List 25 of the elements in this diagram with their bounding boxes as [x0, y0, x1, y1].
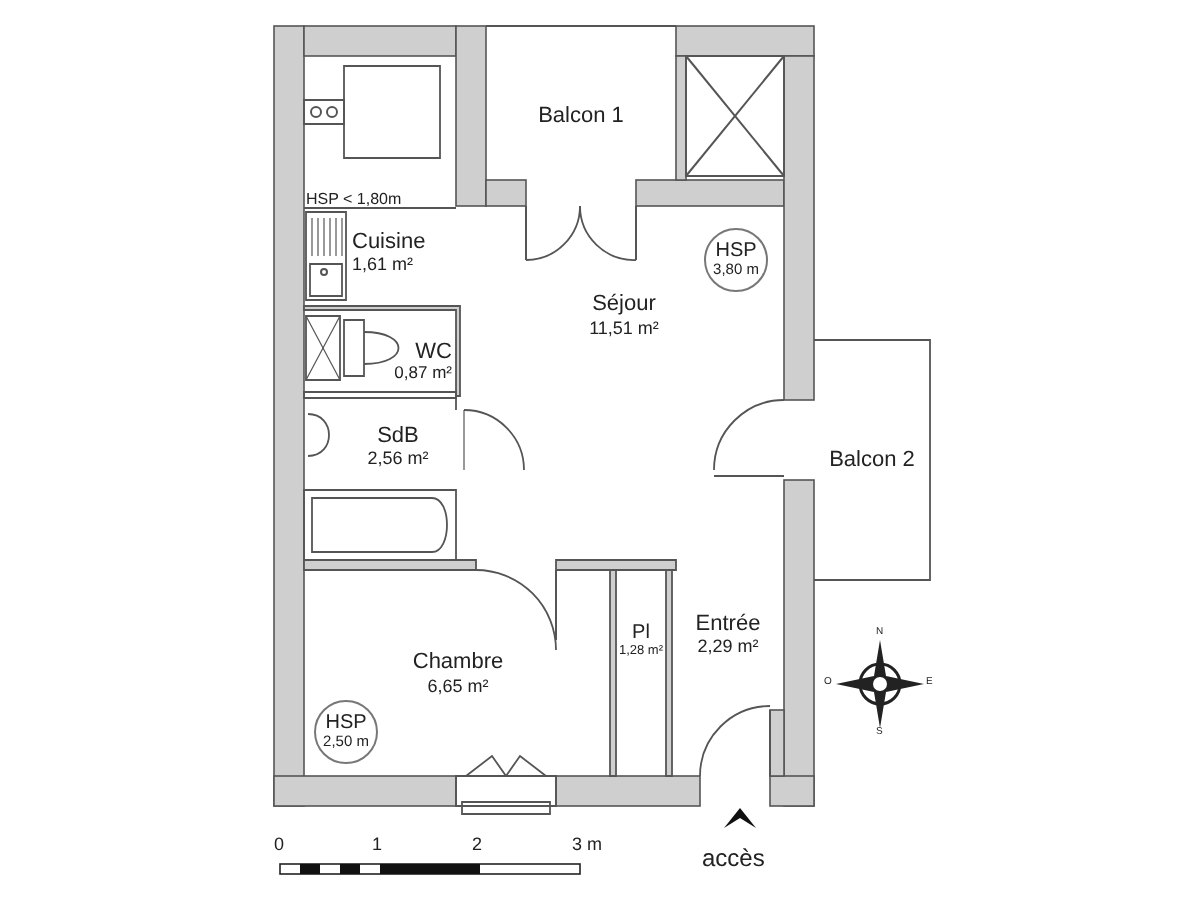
room-name: SdB [377, 423, 419, 449]
ceiling-height-circle [704, 228, 768, 292]
room-surface: 0,87 m² [394, 364, 452, 385]
scale-number: 0 [274, 836, 285, 854]
room-name: Chambre [412, 650, 504, 676]
room-name: Pl [632, 621, 650, 645]
room-name: Balcon 2 [829, 447, 915, 473]
scale-number: 3 m [572, 836, 603, 854]
room-surface: 2,29 m² [697, 636, 759, 657]
room-name: WC [415, 339, 452, 365]
room-name: Séjour [592, 292, 656, 318]
ceiling-height-circle [314, 700, 378, 764]
room-name: Balcon 1 [538, 103, 624, 129]
room-surface: 6,65 m² [427, 675, 489, 696]
scale-number: 1 [372, 836, 383, 854]
ceiling-height-label: HSP [325, 711, 367, 735]
ceiling-height-label: HSP [715, 239, 757, 263]
scale-number: 2 [472, 836, 483, 854]
room-name: Cuisine [352, 229, 426, 255]
room-surface: 11,51 m² [589, 317, 659, 338]
room-name: Entrée [695, 611, 761, 637]
room-surface: 1,61 m² [352, 254, 414, 275]
room-surface: 2,56 m² [367, 448, 429, 469]
entrance-label: accès [702, 846, 765, 870]
height-note: HSP < 1,80m [306, 192, 402, 208]
